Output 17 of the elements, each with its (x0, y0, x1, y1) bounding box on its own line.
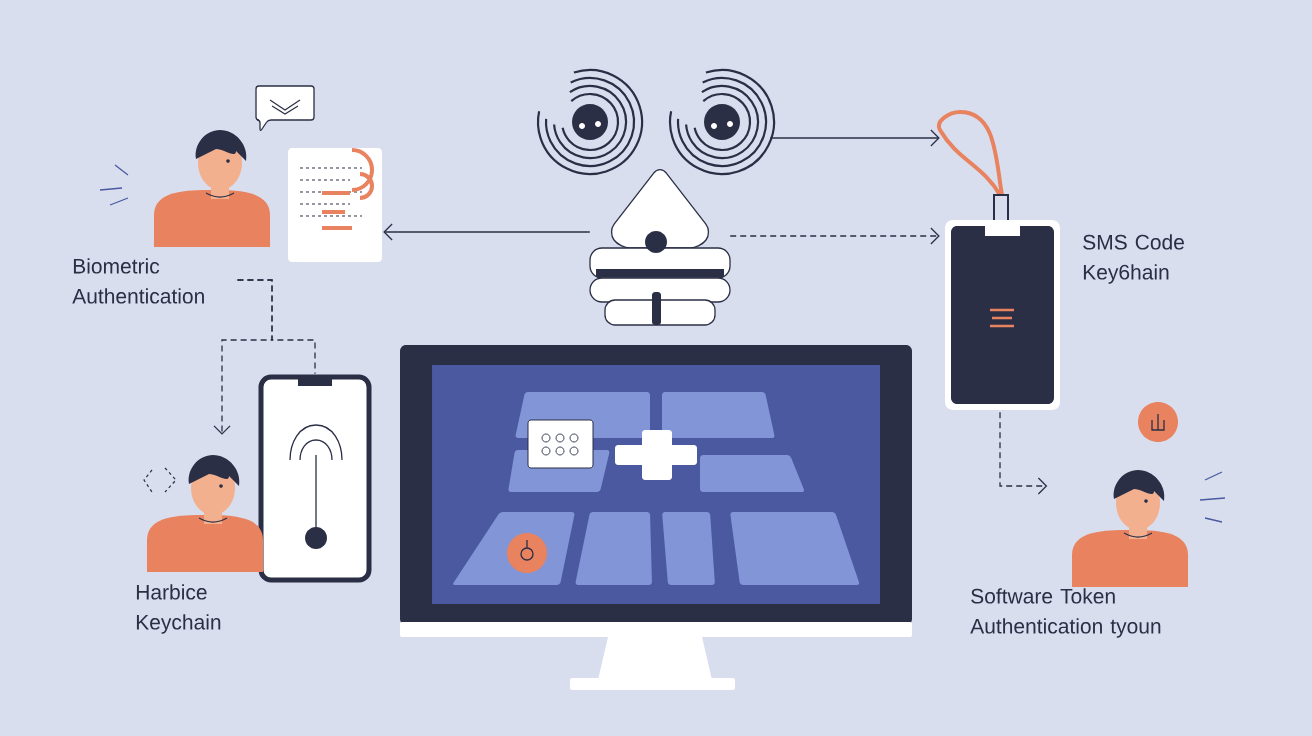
arrow (729, 227, 940, 245)
document-drawing (288, 148, 382, 262)
arrow (383, 223, 591, 241)
arrow (999, 411, 1048, 495)
text-label: Biometric Authentication (72, 258, 204, 304)
hive-drawing (589, 169, 731, 326)
person-drawing (154, 130, 270, 247)
keychain-phone-drawing (937, 110, 1060, 410)
text-label: Software Token Authentication tyoun (970, 588, 1161, 638)
fingerprint-drawing (536, 68, 776, 175)
text-label: Harbice Keychain (136, 584, 221, 634)
text-label: SMS Code Key6hain (1083, 234, 1184, 284)
arrow (769, 129, 940, 147)
phone-drawing (258, 374, 372, 583)
person-drawing (1072, 470, 1188, 587)
monitor-drawing (400, 345, 912, 690)
person-drawing (147, 455, 263, 572)
